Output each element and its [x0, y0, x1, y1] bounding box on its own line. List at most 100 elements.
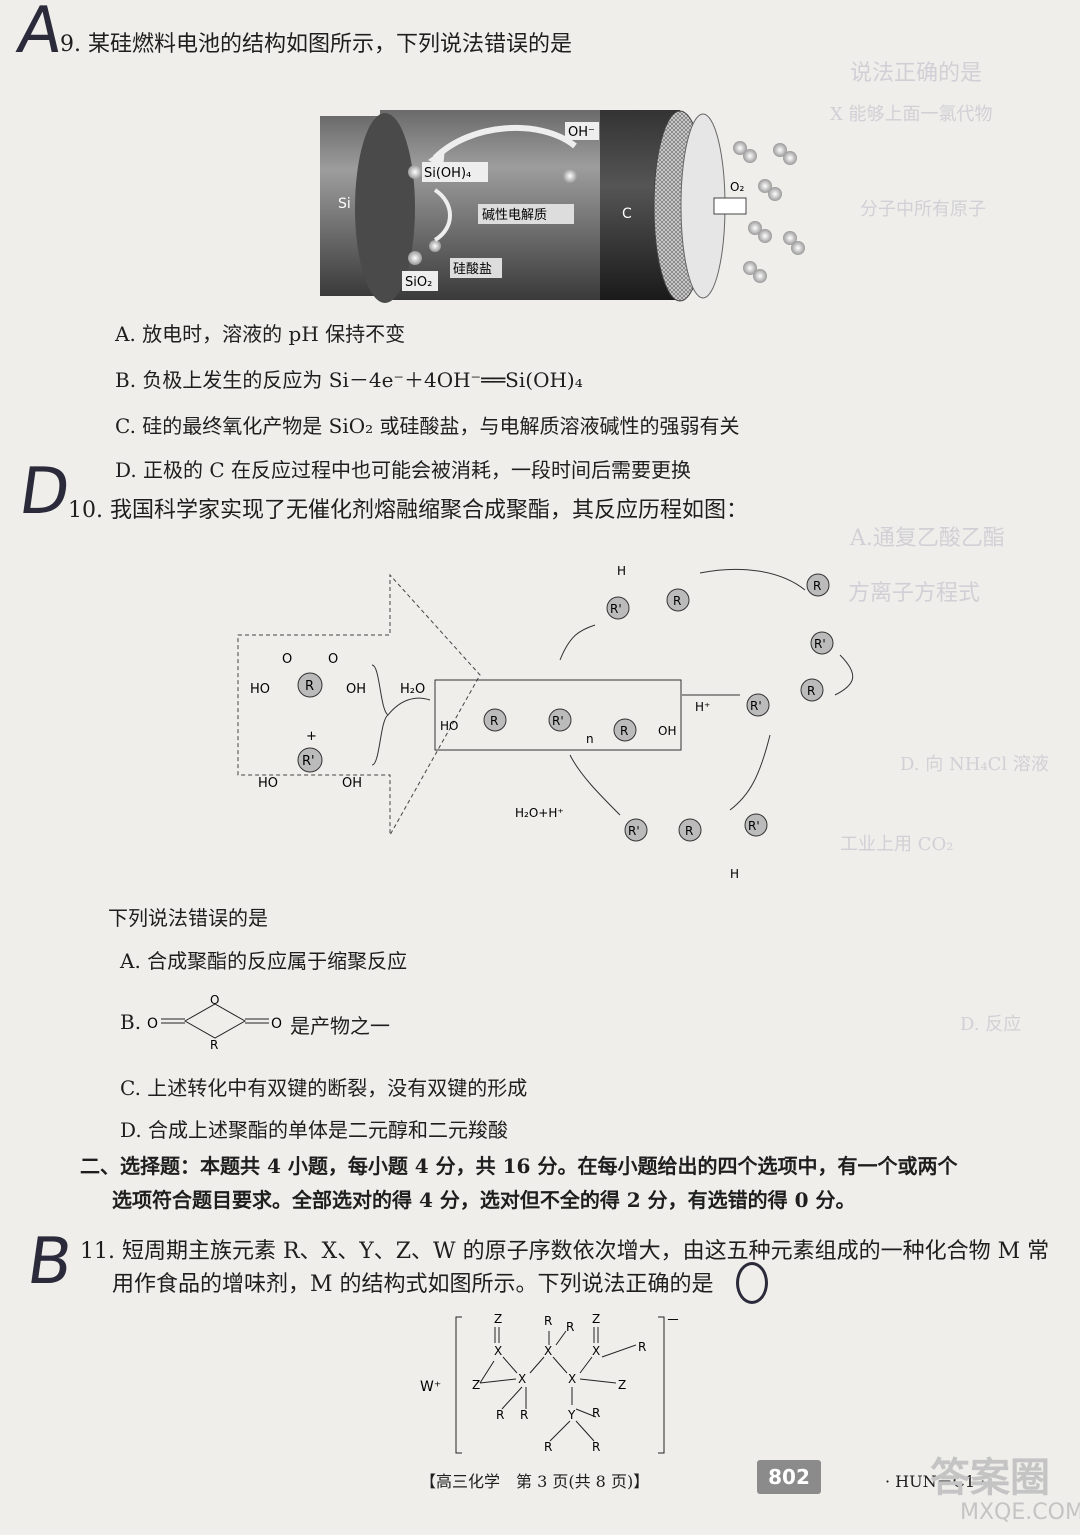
electrolyte-label: 碱性电解质: [482, 208, 547, 223]
silicon-fuel-cell-figure: Si C OH⁻ Si(OH)₄ 碱性电解质 SiO₂ 硅酸盐 O₂: [320, 110, 805, 303]
reaction-arrow: [433, 188, 452, 242]
dashed-arrow-shape: [237, 573, 481, 837]
footer-subject: 【高三化学 第 3 页(共 8 页)】: [420, 1472, 650, 1491]
sioh4-label-box: [422, 162, 488, 182]
q10-option-b-text: 是产物之一: [290, 1014, 390, 1038]
h2o-hplus-label: H₂O+H⁺: [515, 806, 564, 820]
q10-option-b-label: B.: [120, 1010, 142, 1034]
bleed-text: 分子中所有原子: [860, 199, 986, 220]
cycle-arrow: [559, 624, 596, 661]
svg-text:R: R: [490, 714, 498, 728]
svg-text:R: R: [673, 594, 681, 608]
svg-text:Z: Z: [592, 1312, 600, 1326]
sio2-label: SiO₂: [405, 275, 432, 290]
q10-option-a: A. 合成聚酯的反应属于缩聚反应: [120, 949, 408, 973]
svg-text:R: R: [544, 1314, 552, 1328]
silicate-label: 硅酸盐: [453, 262, 492, 277]
handwritten-answer-9: A: [12, 0, 67, 68]
svg-text:OH: OH: [346, 682, 366, 697]
svg-text:R: R: [592, 1406, 600, 1420]
cycle-arrow: [699, 568, 806, 591]
svg-text:Z: Z: [494, 1312, 502, 1326]
svg-text:R': R': [628, 824, 640, 838]
section-2-line-1: 二、选择题：本题共 4 小题，每小题 4 分，共 16 分。在每小题给出的四个选…: [80, 1154, 958, 1178]
q9-option-a: A. 放电时，溶液的 pH 保持不变: [115, 322, 406, 346]
bleed-text: D. 向 NH₄Cl 溶液: [900, 754, 1049, 775]
svg-text:R: R: [520, 1408, 528, 1422]
svg-text:O: O: [210, 993, 219, 1007]
svg-text:X: X: [494, 1344, 502, 1358]
svg-text:－: －: [666, 1313, 680, 1329]
handwritten-circle: [736, 1262, 768, 1304]
particle: [408, 165, 422, 179]
handwritten-answer-11: B: [22, 1225, 78, 1299]
svg-text:R: R: [685, 824, 693, 838]
cycle-arrow: [729, 734, 771, 811]
o2-label: O₂: [730, 180, 744, 194]
bleed-text: 方离子方程式: [848, 581, 981, 606]
o2-arrow-shaft: [713, 197, 747, 215]
bleed-text: D. 反应: [960, 1014, 1022, 1035]
question-9-stem: 9. 某硅燃料电池的结构如图所示，下列说法错误的是: [60, 32, 572, 57]
h2o-label: H₂O: [400, 682, 425, 697]
q10-option-c: C. 上述转化中有双键的断裂，没有双键的形成: [120, 1076, 528, 1100]
svg-text:R: R: [496, 1408, 504, 1422]
c-label: C: [622, 206, 632, 222]
question-11-line-2: 用作食品的增味剂，M 的结构式如图所示。下列说法正确的是: [112, 1272, 714, 1297]
svg-text:R: R: [620, 724, 628, 738]
svg-text:R: R: [807, 684, 815, 698]
svg-text:Z: Z: [618, 1378, 626, 1392]
si-electrode-face: [355, 113, 415, 303]
svg-text:OH: OH: [342, 776, 362, 791]
svg-text:Y: Y: [567, 1408, 576, 1422]
q10-option-d: D. 合成上述聚酯的单体是二元醇和二元羧酸: [120, 1118, 509, 1142]
svg-text:O: O: [147, 1016, 158, 1032]
si-label: Si: [338, 196, 351, 212]
q9-option-d: D. 正极的 C 在反应过程中也可能会被消耗，一段时间后需要更换: [115, 458, 692, 482]
bleed-text: 工业上用 CO₂: [840, 834, 954, 855]
question-10-stem: 10. 我国科学家实现了无催化剂熔融缩聚合成聚酯，其反应历程如图：: [68, 498, 748, 523]
svg-text:R: R: [566, 1320, 574, 1334]
svg-text:R': R': [750, 699, 762, 713]
question-11-line-1: 11. 短周期主族元素 R、X、Y、Z、W 的原子序数依次增大，由这五种元素组成…: [80, 1239, 1050, 1264]
svg-text:O: O: [271, 1016, 282, 1032]
particle: [429, 240, 441, 252]
monomers: R HO OH O O + R' HO OH: [250, 652, 366, 791]
polyester-structure: HO R R' R n OH: [440, 708, 676, 746]
water-release-arrow: [387, 697, 431, 716]
svg-text:R: R: [210, 1038, 218, 1050]
polyester-reaction-mechanism-figure: R HO OH O O + R' HO OH H₂O HO R R' R n O…: [237, 564, 853, 881]
handwritten-answer-10: D: [14, 455, 75, 529]
hplus-label: H⁺: [695, 700, 710, 714]
bleed-text: X 能够上面一氯代物: [830, 104, 993, 125]
compound-m-structure: W⁺ － Z X R R X Z X R Z X X Z R R Y R R R: [420, 1312, 680, 1454]
bleed-text: 说法正确的是: [850, 61, 983, 86]
cycle-arrow: [569, 754, 621, 816]
svg-text:O: O: [328, 652, 338, 667]
cycle-intermediates: R' R R R' R' R R' R R' H H: [606, 564, 834, 881]
svg-text:R: R: [544, 1440, 552, 1454]
page-code-number: 802: [757, 1460, 821, 1494]
svg-text:R': R': [552, 714, 564, 728]
svg-text:R': R': [814, 637, 826, 651]
svg-text:W⁺: W⁺: [420, 1379, 441, 1395]
cycle-arrow: [834, 654, 853, 696]
silicate-label-box: [450, 258, 502, 278]
q10-prompt: 下列说法错误的是: [108, 906, 268, 930]
hydroxide-flow-arrow: [432, 125, 577, 161]
cyclic-anhydride-structure: O O O R: [147, 993, 282, 1050]
svg-text:HO: HO: [440, 719, 458, 733]
svg-text:HO: HO: [258, 776, 278, 791]
particle: [408, 251, 422, 265]
svg-text:R': R': [302, 754, 315, 769]
svg-text:X: X: [568, 1372, 576, 1386]
svg-text:OH: OH: [658, 724, 676, 738]
watermark-site-text: MXQE.COM: [960, 1500, 1080, 1525]
svg-text:H: H: [617, 564, 626, 578]
bleed-text: A.通复乙酸乙酯: [850, 526, 1005, 551]
sio2-label-box: [402, 271, 438, 291]
q9-option-b: B. 负极上发生的反应为 Si－4e⁻＋4OH⁻══Si(OH)₄: [115, 368, 583, 392]
footer-code: · HUN－C1 ·: [885, 1472, 986, 1491]
watermark-logo-text: 答案圈: [930, 1455, 1050, 1501]
svg-text:R: R: [592, 1440, 600, 1454]
